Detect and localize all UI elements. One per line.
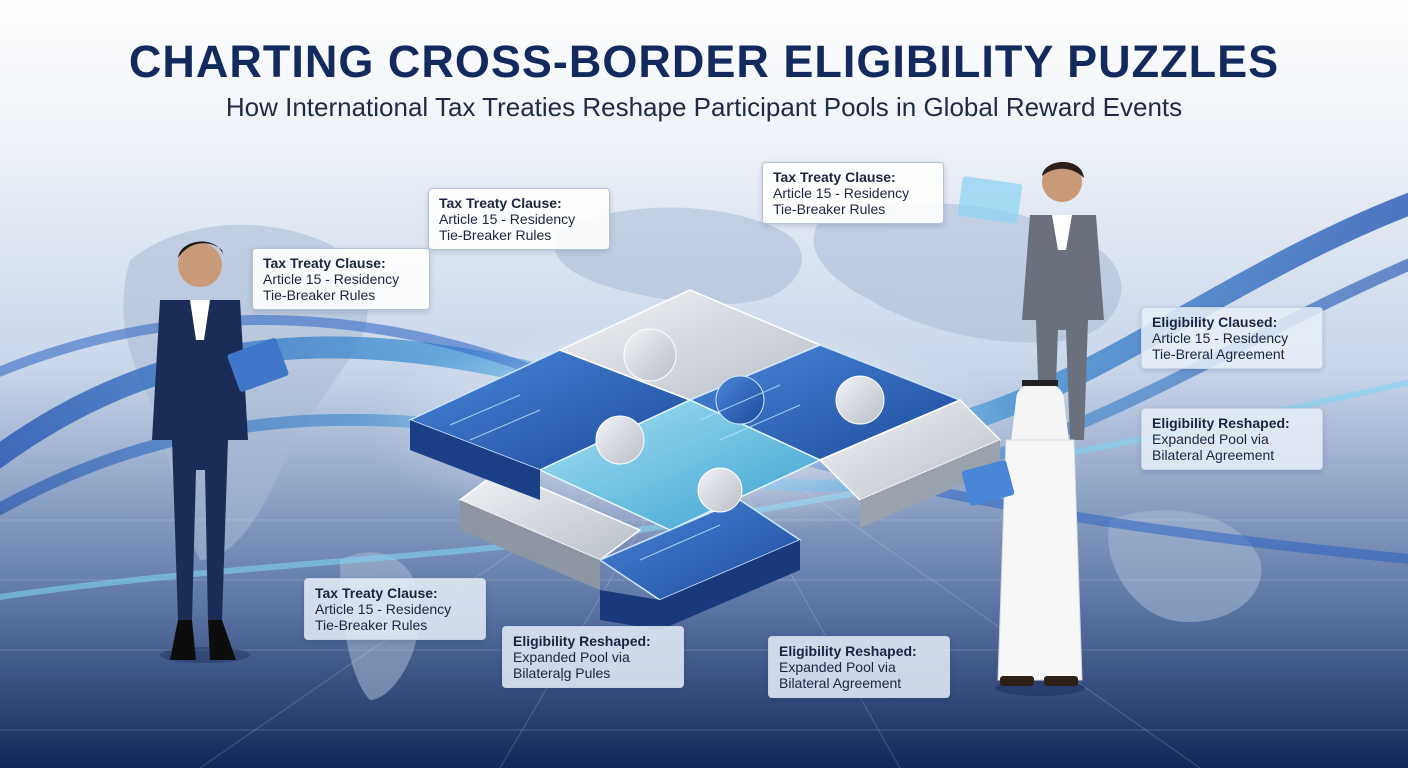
- callout-heading: Eligibility Reshaped:: [513, 633, 651, 649]
- callout-heading: Tax Treaty Clause:: [263, 255, 386, 271]
- callout-treaty-clause-top-center: Tax Treaty Clause: Article 15 - Residenc…: [428, 188, 610, 250]
- callout-line: Tie-Breaker Rules: [773, 201, 886, 217]
- callout-heading: Tax Treaty Clause:: [439, 195, 562, 211]
- callout-line: Expanded Pool via: [779, 659, 896, 675]
- callout-heading: Eligibility Claused:: [1152, 314, 1278, 330]
- businesswoman-left: [152, 241, 289, 663]
- callout-line: Article 15 - Residency: [263, 271, 400, 287]
- callout-treaty-clause-top-right: Tax Treaty Clause: Article 15 - Residenc…: [762, 162, 944, 224]
- man-in-thobe: [961, 380, 1085, 696]
- callout-line: Bilateral Agreement: [1152, 447, 1275, 463]
- callout-line: Bilateral Agreement: [779, 675, 902, 691]
- callout-line: Expanded Pool via: [1152, 431, 1269, 447]
- callout-line: Article 15 - Residency: [315, 601, 452, 617]
- callout-heading: Tax Treaty Clause:: [315, 585, 438, 601]
- callout-eligibility-reshaped-bottom-center: Eligibility Reshaped: Expanded Pool via …: [502, 626, 684, 688]
- callout-line: Article 15 - Residency: [773, 185, 910, 201]
- callout-line: Tie-Breaker Rules: [263, 287, 376, 303]
- callout-heading: Tax Treaty Clause:: [773, 169, 896, 185]
- callout-line: Tie-Breaker Rules: [315, 617, 428, 633]
- callout-line: Tie-Breral Agreement: [1152, 346, 1285, 362]
- hologram-screen-icon: [957, 176, 1023, 224]
- page-title: CHARTING CROSS-BORDER ELIGIBILITY PUZZLE…: [128, 36, 1280, 87]
- callout-line: Tie-Breaker Rules: [439, 227, 552, 243]
- tablet-icon: [961, 460, 1015, 506]
- callout-heading: Eligibility Reshaped:: [1152, 415, 1290, 431]
- puzzle-icon: [360, 289, 1020, 630]
- callout-line: Article 15 - Residency: [439, 211, 576, 227]
- callout-line: Expanded Pool via: [513, 649, 630, 665]
- tablet-icon: [227, 338, 289, 392]
- callout-heading: Eligibility Reshaped:: [779, 643, 917, 659]
- callout-treaty-clause-bottom-left: Tax Treaty Clause: Article 15 - Residenc…: [304, 578, 486, 640]
- callout-eligibility-claused-right: Eligibility Claused: Article 15 - Reside…: [1141, 307, 1323, 369]
- callout-line: Article 15 - Residency: [1152, 330, 1289, 346]
- callout-line: Bilateraļg Pules: [513, 665, 611, 681]
- page-subtitle: How International Tax Treaties Reshape P…: [225, 92, 1183, 122]
- callout-eligibility-reshaped-bottom-right: Eligibility Reshaped: Expanded Pool via …: [768, 636, 950, 698]
- callout-treaty-clause-left: Tax Treaty Clause: Article 15 - Residenc…: [252, 248, 430, 310]
- callout-eligibility-reshaped-right: Eligibility Reshaped: Expanded Pool via …: [1141, 408, 1323, 470]
